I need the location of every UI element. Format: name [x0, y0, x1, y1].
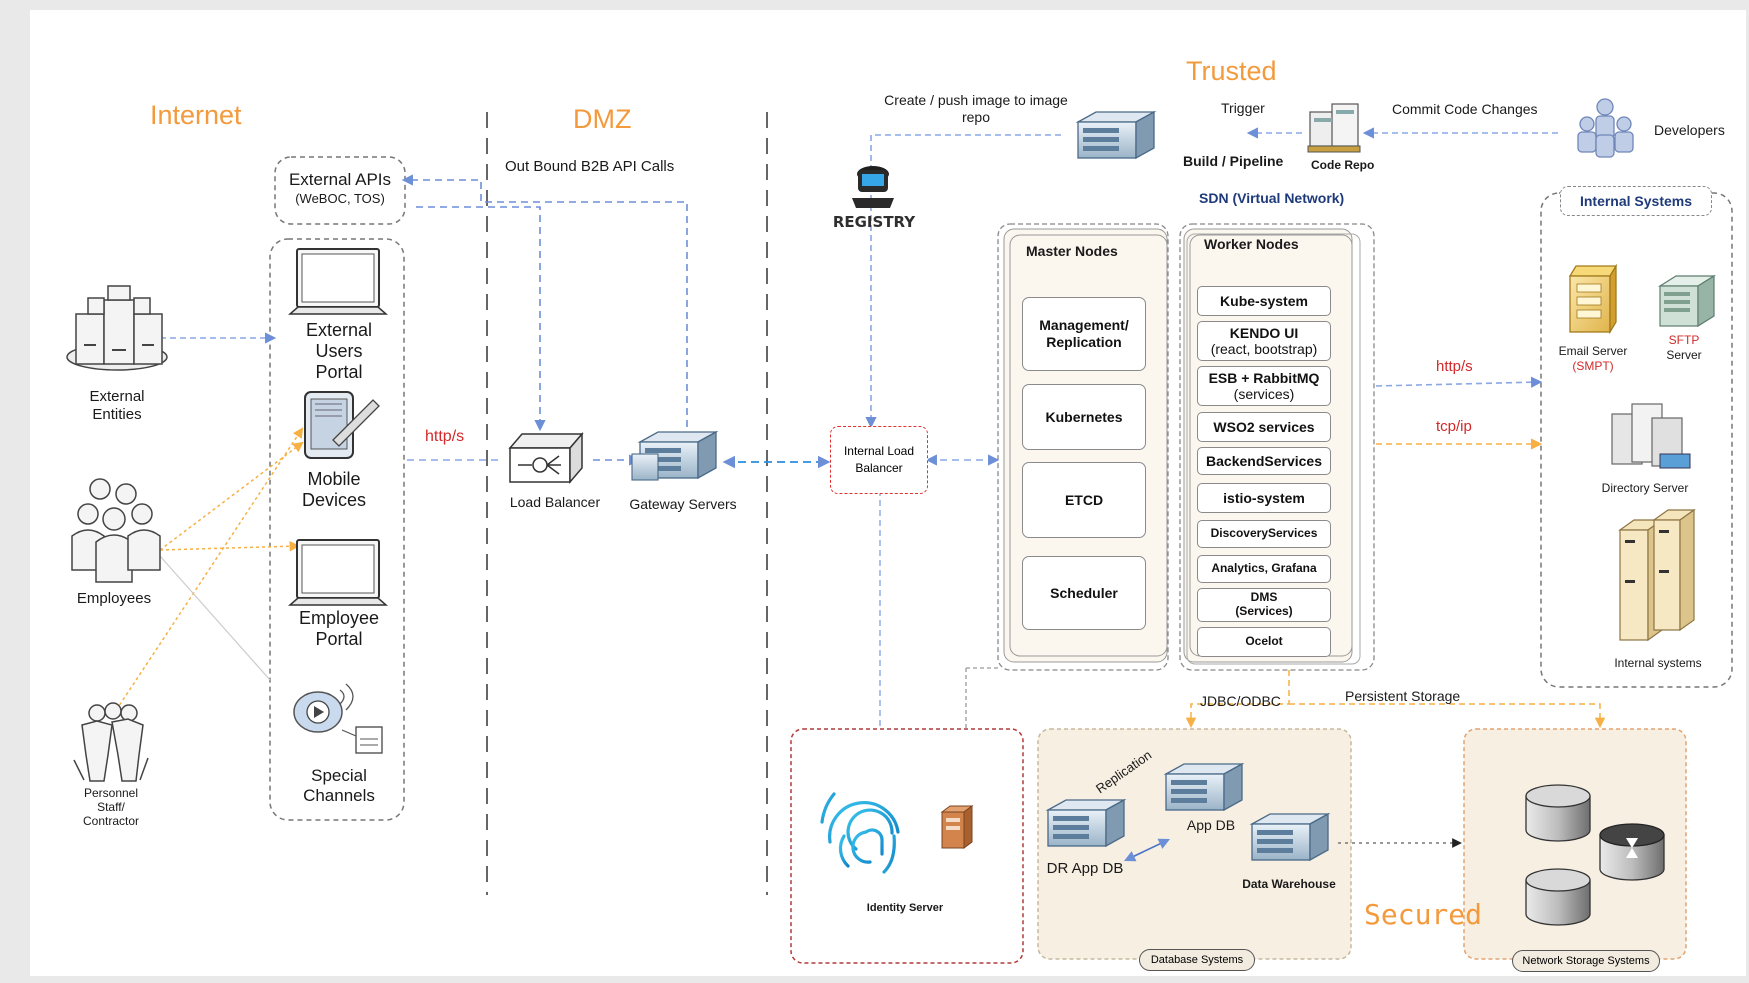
portals-group [269, 238, 405, 821]
identity-zone-panel [790, 728, 1024, 964]
build-server-icon [1075, 110, 1157, 160]
gateway-server-icon [631, 430, 719, 481]
code-repo-label: Code Repo [1311, 158, 1375, 172]
network-storage-pill: Network Storage Systems [1512, 950, 1660, 972]
database-zone-panel [1037, 728, 1352, 960]
media-channel-icon [293, 683, 383, 754]
zone-title-dmz: DMZ [573, 104, 632, 134]
directory-server-label: Directory Server [1601, 481, 1689, 495]
worker-kendo-ui[interactable]: KENDO UI(react, bootstrap) [1197, 321, 1331, 361]
commit-label: Commit Code Changes [1392, 101, 1538, 117]
building-icon [66, 285, 168, 371]
employee-portal-monitor-icon [288, 539, 388, 606]
master-node-scheduler[interactable]: Scheduler [1022, 556, 1146, 630]
data-warehouse-label: Data Warehouse [1242, 877, 1336, 891]
sdn-label: SDN (Virtual Network) [1199, 190, 1345, 206]
external-portal-monitor-icon [288, 248, 388, 315]
internal-systems-label: Internal systems [1614, 656, 1702, 670]
build-pipeline-label: Build / Pipeline [1183, 153, 1284, 169]
code-repo-icon [1307, 103, 1361, 153]
sftp-server-icon [1657, 274, 1717, 328]
app-db-label: App DB [1186, 817, 1236, 833]
tcpip-label: tcp/ip [1436, 418, 1472, 435]
developers-icon [1577, 98, 1634, 158]
email-server-icon [1568, 263, 1618, 335]
worker-dms[interactable]: DMS(Services) [1197, 588, 1331, 622]
people-group-icon [71, 478, 161, 583]
worker-kube-system[interactable]: Kube-system [1197, 286, 1331, 316]
internal-lb-line1: Internal Load [843, 444, 915, 458]
outbound-b2b-label: Out Bound B2B API Calls [505, 158, 675, 175]
external-apis-label: External APIs(WeBOC, TOS) [288, 170, 392, 206]
dr-app-db-label: DR App DB [1046, 860, 1124, 877]
external-apis-group [274, 156, 406, 225]
worker-esb-rabbitmq[interactable]: ESB + RabbitMQ(services) [1197, 366, 1331, 406]
zone-title-secured: Secured [1364, 898, 1483, 931]
developers-label: Developers [1654, 122, 1725, 138]
storage-disk-icon [1525, 868, 1591, 926]
zone-title-trusted: Trusted [1186, 56, 1277, 86]
worker-discovery-services[interactable]: DiscoveryServices [1197, 520, 1331, 548]
master-node-management[interactable]: Management/Replication [1022, 297, 1146, 371]
worker-backend-services[interactable]: BackendServices [1197, 447, 1331, 475]
trigger-label: Trigger [1221, 100, 1265, 116]
https-label-internal: http/s [1436, 358, 1473, 375]
storage-disk-icon [1525, 784, 1591, 842]
jdbc-odbc-label: JDBC/ODBC [1200, 693, 1281, 709]
storage-disk-icon [1599, 823, 1665, 881]
docker-registry-icon: REGISTRY [833, 166, 916, 231]
load-balancer-icon [508, 431, 584, 485]
worker-istio-system[interactable]: istio-system [1197, 483, 1331, 513]
master-nodes-title: Master Nodes [1026, 243, 1118, 259]
app-db-server-icon [1163, 762, 1245, 812]
contractors-icon [73, 702, 149, 782]
https-label-dmz: http/s [425, 428, 465, 445]
gateway-servers-label: Gateway Servers [629, 496, 737, 512]
internal-load-balancer[interactable]: Internal Load Balancer [830, 426, 928, 494]
worker-analytics-grafana[interactable]: Analytics, Grafana [1197, 555, 1331, 583]
tablet-icon [304, 391, 380, 459]
identity-server-label: Identity Server [866, 902, 944, 914]
load-balancer-label: Load Balancer [509, 494, 601, 510]
master-node-kubernetes[interactable]: Kubernetes [1022, 384, 1146, 450]
dr-app-db-server-icon [1045, 798, 1127, 848]
zone-title-internet: Internet [150, 100, 242, 130]
data-warehouse-server-icon [1249, 812, 1331, 862]
identity-server-box-icon [940, 805, 974, 849]
internal-systems-title: Internal Systems [1560, 186, 1712, 216]
worker-wso2[interactable]: WSO2 services [1197, 412, 1331, 442]
worker-ocelot[interactable]: Ocelot [1197, 627, 1331, 657]
fingerprint-icon [820, 792, 900, 874]
persistent-storage-label: Persistent Storage [1345, 688, 1461, 704]
worker-nodes-title: Worker Nodes [1204, 236, 1299, 252]
master-node-etcd[interactable]: ETCD [1022, 462, 1146, 538]
internal-systems-server-icon [1618, 508, 1696, 642]
email-server-label: Email Server(SMPT) [1558, 344, 1628, 373]
database-systems-pill: Database Systems [1139, 949, 1255, 971]
directory-server-icon [1611, 403, 1691, 469]
internal-lb-line2: Balancer [855, 461, 903, 475]
employees-label: Employees [76, 590, 152, 607]
registry-label: REGISTRY [833, 213, 916, 231]
